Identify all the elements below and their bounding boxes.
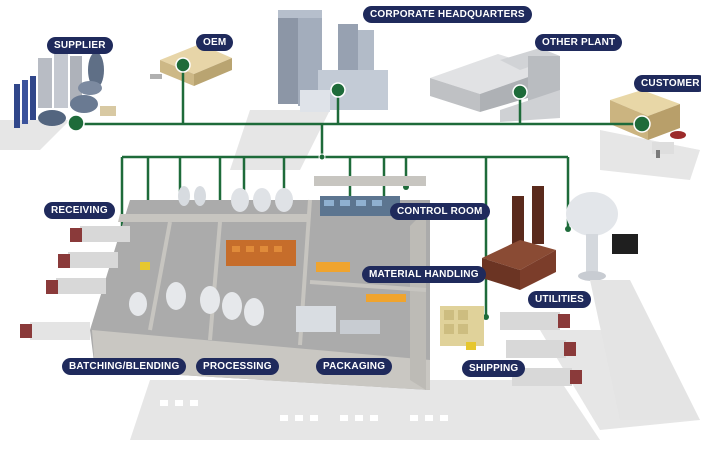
label-customer[interactable]: CUSTOMER (634, 75, 701, 92)
label-material-handling[interactable]: MATERIAL HANDLING (362, 266, 486, 283)
label-batching-blending[interactable]: BATCHING/BLENDING (62, 358, 187, 375)
label-supplier[interactable]: SUPPLIER (47, 37, 113, 54)
label-control-room[interactable]: CONTROL ROOM (390, 203, 490, 220)
label-other-plant[interactable]: OTHER PLANT (535, 34, 623, 51)
label-utilities[interactable]: UTILITIES (528, 291, 592, 308)
trucks (20, 226, 582, 386)
label-shipping[interactable]: SHIPPING (462, 360, 526, 377)
network-nodes (67, 57, 651, 161)
label-oem[interactable]: OEM (196, 34, 234, 51)
supplier-facility (14, 52, 116, 128)
other-plant-facility (430, 48, 560, 122)
shadow-windows (160, 400, 448, 421)
label-packaging[interactable]: PACKAGING (316, 358, 393, 375)
utilities-facility (482, 186, 700, 420)
label-corporate-headquarters[interactable]: CORPORATE HEADQUARTERS (363, 6, 532, 23)
plant-equipment (129, 186, 484, 350)
label-processing[interactable]: PROCESSING (196, 358, 279, 375)
corporate-hq-building (278, 10, 388, 112)
label-receiving[interactable]: RECEIVING (44, 202, 115, 219)
